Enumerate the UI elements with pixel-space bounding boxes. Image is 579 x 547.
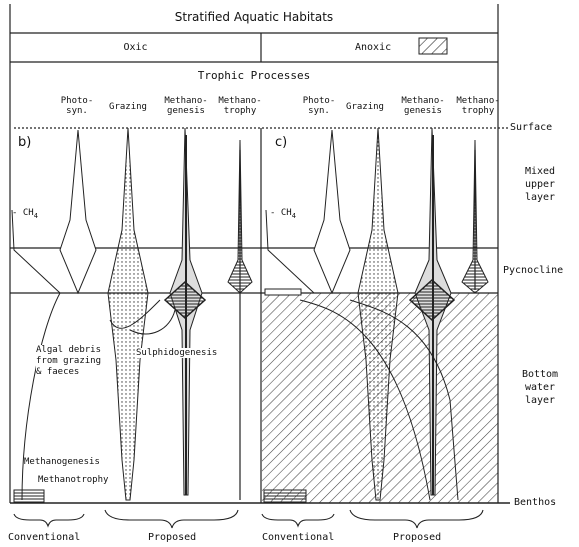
panel-b-letter: b) bbox=[18, 136, 31, 149]
panel-c-letter: c) bbox=[275, 136, 287, 149]
b-conventional-label: Conventional bbox=[8, 533, 80, 543]
panel-b-benthic-box bbox=[14, 490, 44, 503]
diagram-title: Stratified Aquatic Habitats bbox=[10, 12, 498, 22]
b-col-grazing: Grazing bbox=[103, 102, 153, 112]
sulphidogenesis-label: Sulphidogenesis bbox=[136, 348, 217, 358]
algal-debris-label: Algal debris from grazing & faeces bbox=[36, 345, 101, 378]
layer-benthos: Benthos bbox=[514, 498, 556, 508]
c-proposed-label: Proposed bbox=[393, 533, 441, 543]
c-col-grazing: Grazing bbox=[340, 102, 390, 112]
layer-bottom: Bottom water layer bbox=[505, 368, 575, 407]
c-col-methanogenesis: Methano- genesis bbox=[395, 96, 451, 116]
layer-mixed: Mixed upper layer bbox=[505, 165, 575, 204]
b-ch4-sub: 4 bbox=[34, 212, 38, 220]
c-ch4-sub: 4 bbox=[292, 212, 296, 220]
b-proposed-label: Proposed bbox=[148, 533, 196, 543]
b-col-photosyn: Photo- syn. bbox=[52, 96, 102, 116]
panel-c-benthic-box bbox=[264, 490, 306, 503]
oxic-label: Oxic bbox=[10, 43, 261, 53]
b-ch4-text: - CH bbox=[12, 208, 34, 218]
layer-pycnocline: Pycnocline bbox=[503, 266, 563, 276]
trophic-processes-label: Trophic Processes bbox=[10, 71, 498, 81]
c-conventional-label: Conventional bbox=[262, 533, 334, 543]
c-col-photosyn: Photo- syn. bbox=[294, 96, 344, 116]
braces bbox=[14, 510, 483, 528]
benthic-methanotrophy-label: Methanotrophy bbox=[38, 475, 108, 485]
c-ch4-text: - CH bbox=[270, 208, 292, 218]
c-col-methanotrophy: Methano- trophy bbox=[450, 96, 506, 116]
panel-b-profiles bbox=[12, 128, 252, 500]
b-col-methanotrophy: Methano- trophy bbox=[212, 96, 268, 116]
benthic-methanogenesis-label: Methanogenesis bbox=[24, 457, 100, 467]
b-col-methanogenesis: Methano- genesis bbox=[158, 96, 214, 116]
anoxic-swatch bbox=[419, 38, 447, 54]
anoxic-label: Anoxic bbox=[355, 43, 391, 53]
c-ch4-label: - CH4 bbox=[270, 208, 296, 221]
layer-surface: Surface bbox=[510, 123, 552, 133]
b-ch4-label: - CH4 bbox=[12, 208, 38, 221]
